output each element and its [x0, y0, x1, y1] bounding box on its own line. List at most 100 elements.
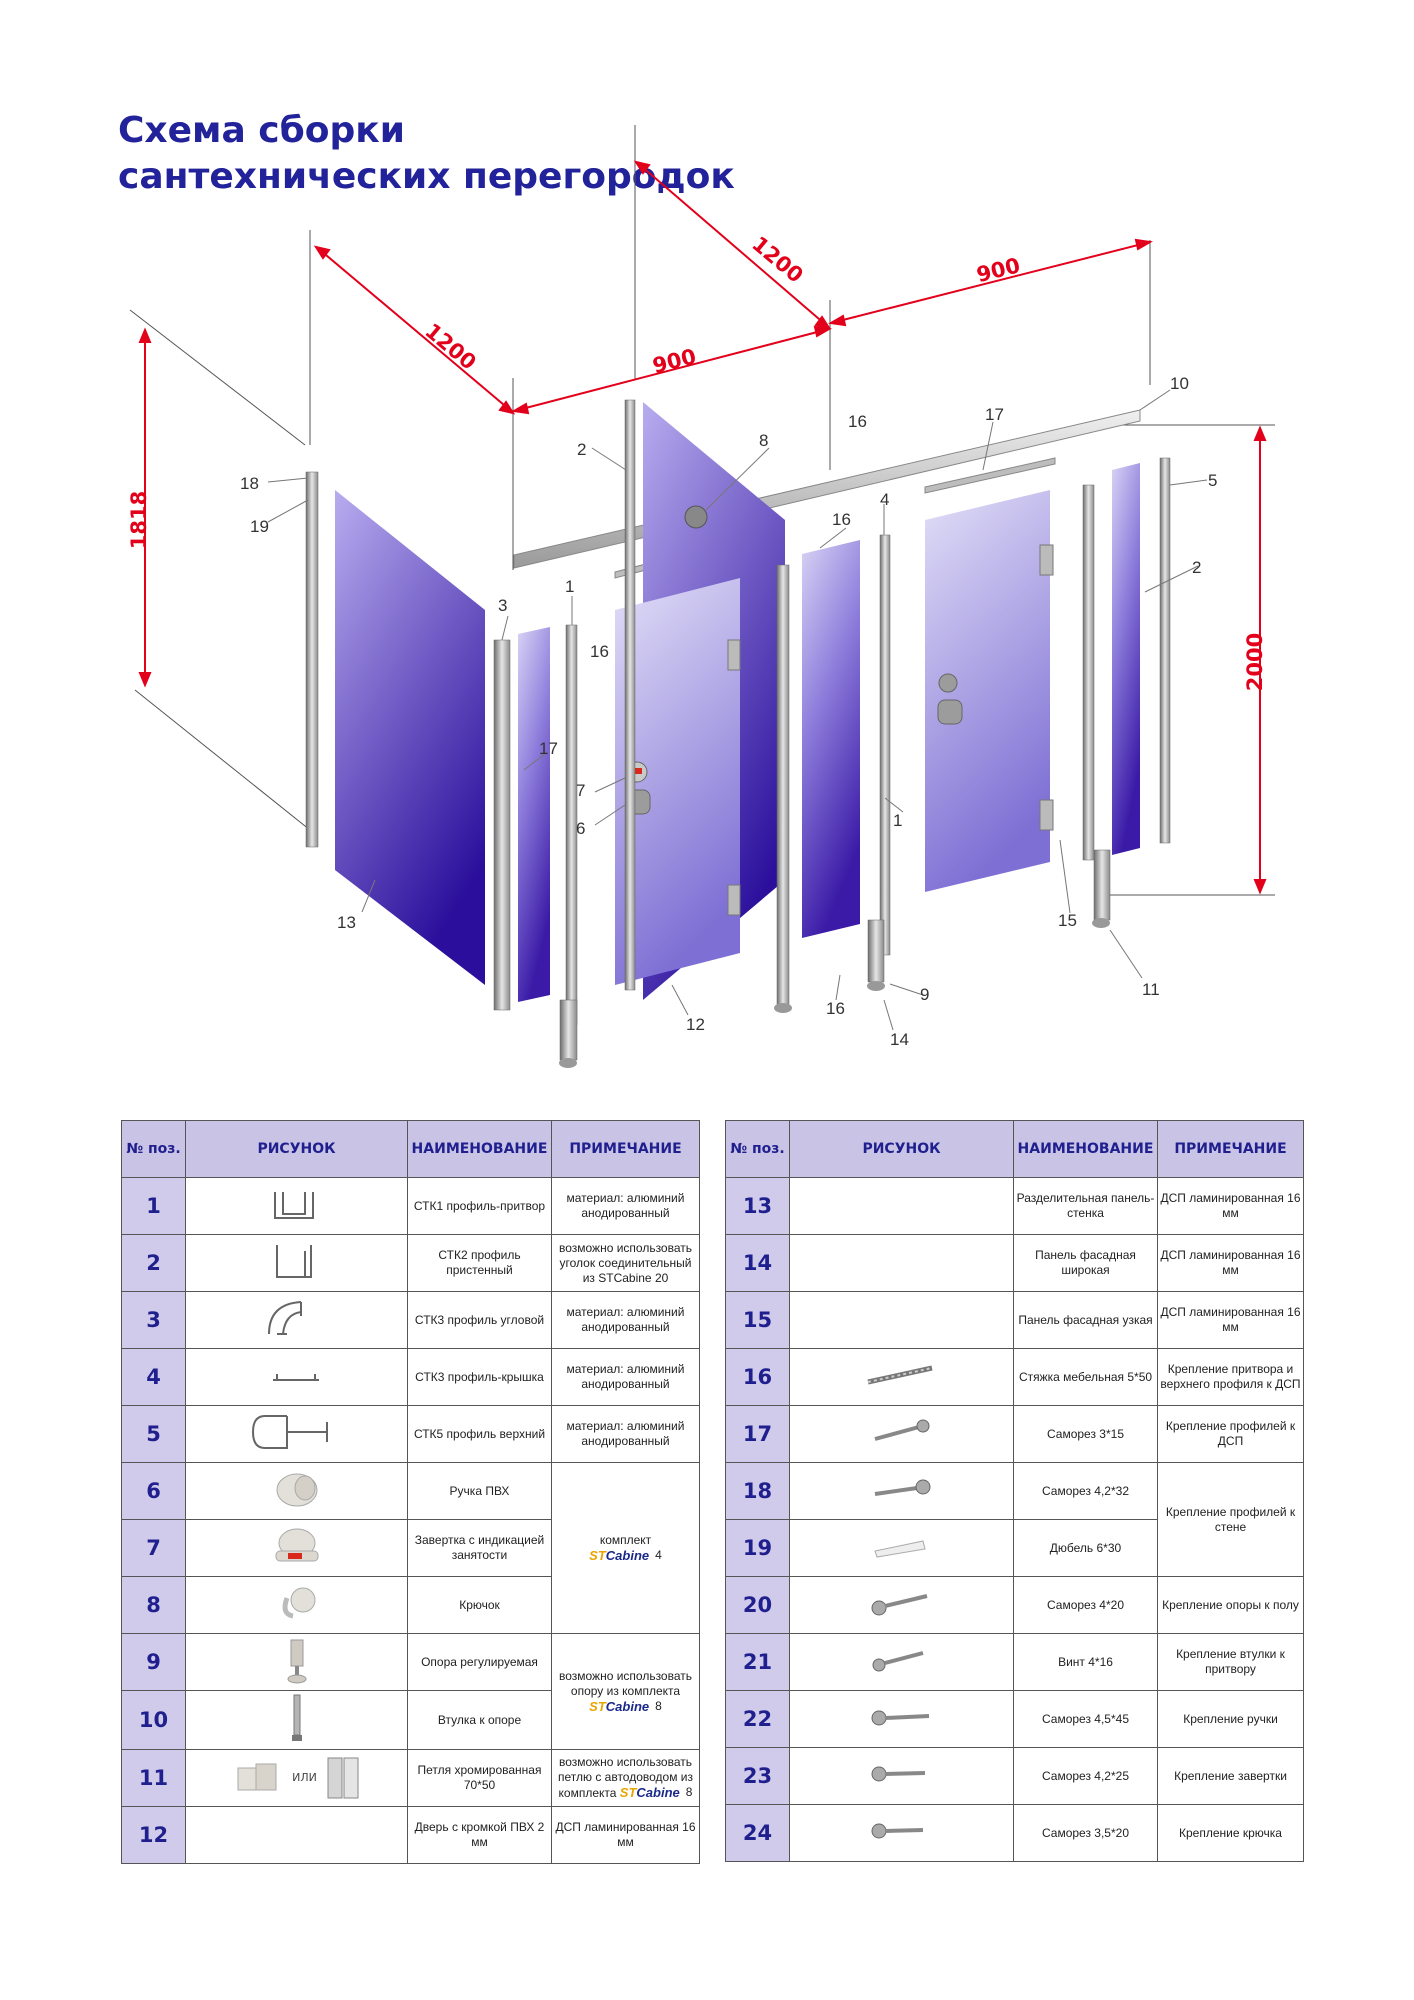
- callout-17-left: 17: [539, 739, 558, 758]
- door-left: [615, 578, 740, 985]
- table-row: 12 Дверь с кромкой ПВХ 2 мм ДСП ламиниро…: [121, 1806, 700, 1864]
- col-header-num: № поз.: [121, 1120, 186, 1178]
- adjustable-support-icon: [287, 1639, 306, 1684]
- col-header-picture: РИСУНОК: [789, 1120, 1014, 1178]
- screw-icon: [873, 1419, 929, 1441]
- screw-icon: [871, 1766, 925, 1782]
- stcabine-kit-8: STCabine 8: [589, 1698, 662, 1714]
- wall-profile-right: [1159, 457, 1171, 844]
- row-num: 7: [121, 1519, 186, 1577]
- callout-5: 10: [1170, 374, 1189, 393]
- row-picture: [789, 1348, 1014, 1406]
- title-line-1: Схема сборки: [118, 110, 405, 151]
- latch-red-icon: [632, 768, 642, 774]
- row-num: 17: [725, 1405, 790, 1463]
- row-name: Втулка к опоре: [407, 1690, 552, 1750]
- door-right: [925, 490, 1050, 892]
- row-num: 15: [725, 1291, 790, 1349]
- row-note: Крепление крючка: [1157, 1804, 1304, 1862]
- row-name: Разделительная панель-стенка: [1013, 1177, 1158, 1235]
- leg-support-right: [867, 919, 885, 983]
- callout-16-top: 16: [848, 412, 867, 431]
- row-num: 3: [121, 1291, 186, 1349]
- row-note: ДСП ламинированная 16 мм: [1157, 1177, 1304, 1235]
- row-note: Крепление профилей к стене: [1157, 1462, 1304, 1577]
- row-name: Дюбель 6*30: [1013, 1519, 1158, 1577]
- callout-15: 2: [1192, 558, 1201, 577]
- row-name: Петля хромированная 70*50: [407, 1749, 552, 1807]
- table-row: 11 ИЛИ Петля хромированная 70*50 возможн…: [121, 1749, 700, 1807]
- callout-3: 3: [498, 596, 507, 615]
- row-name: Дверь с кромкой ПВХ 2 мм: [407, 1806, 552, 1864]
- row-name: Саморез 4,2*25: [1013, 1747, 1158, 1805]
- hinge-plastic-icon: [237, 1763, 277, 1790]
- foot-middle: [774, 1003, 792, 1013]
- assembly-diagram: 1818 1200 900 1200 900 2000: [127, 125, 1275, 1068]
- spec-table-right: № поз. РИСУНОК НАИМЕНОВАНИЕ ПРИМЕЧАНИЕ 1…: [725, 1120, 1304, 1862]
- table-row: 8 Крючок: [121, 1576, 700, 1634]
- hinge-chrome-icon: [327, 1757, 359, 1798]
- wall-profile-middle: [624, 399, 636, 991]
- row-note: Крепление втулки к притвору: [1157, 1633, 1304, 1691]
- callout-8: 8: [759, 431, 768, 450]
- row-num: 16: [725, 1348, 790, 1406]
- row-name: Винт 4*16: [1013, 1633, 1158, 1691]
- jamb-profile-far-right: [1082, 484, 1095, 861]
- row-num: 12: [121, 1806, 186, 1864]
- row-name: Крючок: [407, 1576, 552, 1634]
- table-row: 15 Панель фасадная узкая ДСП ламинирован…: [725, 1291, 1304, 1349]
- wide-facade-panel: [802, 540, 860, 938]
- sleeve-picture: [185, 1690, 408, 1750]
- row-picture: [789, 1576, 1014, 1634]
- page-title: Схема сборки сантехнических перегородок: [118, 108, 735, 200]
- foot-right: [867, 981, 885, 991]
- row-num: 20: [725, 1576, 790, 1634]
- latch-right-icon: [938, 673, 958, 693]
- profile-stk1-picture: [185, 1177, 408, 1235]
- table-row: 10 Втулка к опоре: [121, 1690, 700, 1750]
- callout-12: 12: [686, 1015, 705, 1034]
- dimension-lines: [138, 160, 1267, 895]
- stcabine-logo: STCabine: [589, 1547, 650, 1563]
- cap-profile-right: [924, 457, 1056, 494]
- hinge-picture: ИЛИ: [185, 1749, 408, 1807]
- row-name: СТК1 профиль-притвор: [407, 1177, 552, 1235]
- row-picture: [789, 1234, 1014, 1292]
- screw-icon: [871, 1710, 929, 1726]
- narrow-facade-panel-left: [518, 627, 550, 1002]
- row-num: 19: [725, 1519, 790, 1577]
- row-note: возможно использовать уголок соединитель…: [551, 1234, 700, 1292]
- row-note: материал: алюминий анодированный: [551, 1291, 700, 1349]
- row-name: Саморез 4,2*32: [1013, 1462, 1158, 1520]
- screw-icon: [874, 1479, 930, 1496]
- corner-profile: [493, 639, 511, 1011]
- row-num: 1: [121, 1177, 186, 1235]
- leg-support-far-right: [1093, 849, 1111, 921]
- row-note: Крепление опоры к полу: [1157, 1576, 1304, 1634]
- leg-support-left: [559, 999, 578, 1061]
- row-note: Крепление профилей к ДСП: [1157, 1405, 1304, 1463]
- row-note: материал: алюминий анодированный: [551, 1405, 700, 1463]
- row-name: Заверткa с индикацией занятости: [407, 1519, 552, 1577]
- row-picture: [789, 1804, 1014, 1862]
- table-row: 13 Разделительная панель-стенка ДСП лами…: [725, 1177, 1304, 1235]
- hinge-bottom-right: [1039, 799, 1054, 831]
- table-row: 14 Панель фасадная широкая ДСП ламиниров…: [725, 1234, 1304, 1292]
- stcabine-kit-4: комплект: [599, 1532, 652, 1547]
- row-num: 24: [725, 1804, 790, 1862]
- row-note: Крепление притвора и верхнего профиля к …: [1157, 1348, 1304, 1406]
- narrow-facade-panel-right: [1112, 463, 1140, 855]
- row-name: Ручка ПВХ: [407, 1462, 552, 1520]
- callout-7: 7: [576, 781, 585, 800]
- row-name: СТК5 профиль верхний: [407, 1405, 552, 1463]
- row-name: Саморез 3*15: [1013, 1405, 1158, 1463]
- row-name: Стяжка мебельная 5*50: [1013, 1348, 1158, 1406]
- row-picture: [789, 1177, 1014, 1235]
- row-note: материал: алюминий анодированный: [551, 1177, 700, 1235]
- jamb-profile-right: [879, 534, 891, 956]
- callout-2-left: 2: [577, 440, 586, 459]
- callout-20: 11: [1142, 980, 1160, 999]
- dim-1200-top: 1200: [747, 232, 807, 288]
- row-name: Саморез 4*20: [1013, 1576, 1158, 1634]
